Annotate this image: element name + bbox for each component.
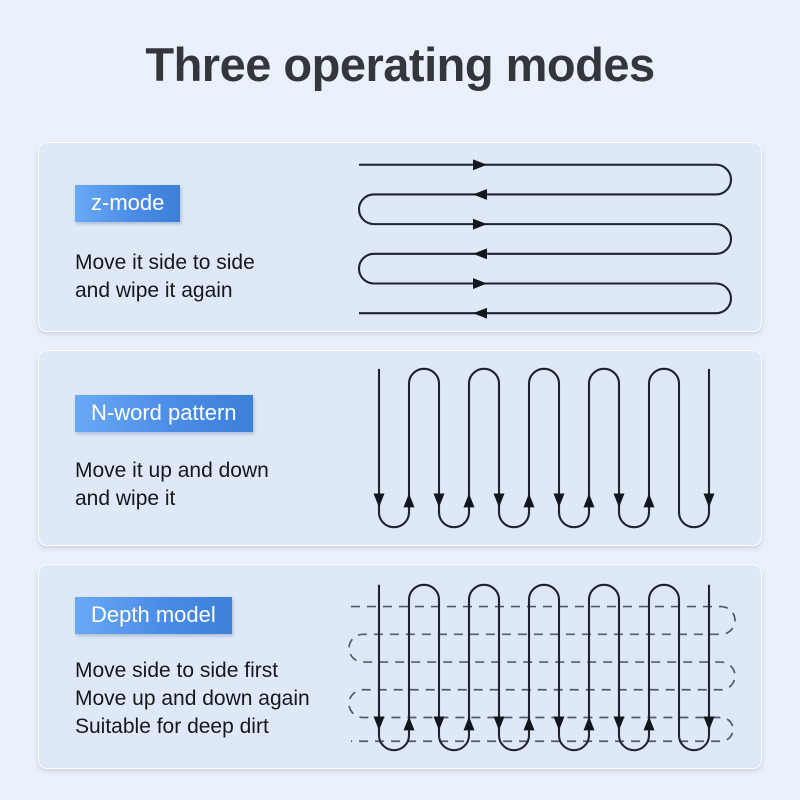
arrow-down-icon (553, 493, 565, 508)
arrow-up-icon (403, 716, 415, 731)
arrow-up-icon (643, 716, 655, 731)
arrow-up-icon (523, 716, 535, 731)
arrow-down-icon (553, 716, 565, 731)
arrow-down-icon (433, 716, 445, 731)
arrow-down-icon (703, 493, 715, 508)
combined-serpentine-diagram (331, 565, 761, 768)
mode-badge-depth-model: Depth model (75, 597, 232, 634)
arrow-right-icon (473, 159, 487, 171)
arrow-down-icon (433, 493, 445, 508)
arrow-up-icon (643, 493, 655, 508)
mode-badge-z-mode: z-mode (75, 185, 181, 222)
horizontal-serpentine-diagram (331, 143, 761, 331)
arrow-right-icon (473, 218, 487, 230)
arrow-down-icon (493, 493, 505, 508)
arrow-up-icon (523, 493, 535, 508)
arrow-left-icon (473, 189, 487, 200)
arrow-up-icon (403, 493, 415, 508)
arrow-down-icon (703, 716, 715, 731)
arrow-down-icon (373, 716, 385, 731)
mode-description-z-mode: Move it side to side and wipe it again (75, 251, 255, 302)
arrow-left-icon (473, 307, 487, 319)
arrow-up-icon (463, 493, 475, 508)
vertical-serpentine-diagram (331, 351, 761, 545)
mode-panel-z-mode: z-mode Move it side to side and wipe it … (38, 142, 762, 332)
page-title: Three operating modes (145, 38, 655, 91)
arrow-up-icon (583, 716, 595, 731)
mode-description-n-word-pattern: Move it up and down and wipe it (75, 459, 269, 510)
arrow-down-icon (613, 493, 625, 508)
mode-panel-n-word-pattern: N-word pattern Move it up and down and w… (38, 350, 762, 546)
mode-description-depth-model: Move side to side first Move up and down… (75, 659, 310, 738)
mode-badge-n-word-pattern: N-word pattern (75, 395, 253, 432)
arrow-down-icon (613, 716, 625, 731)
mode-panel-depth-model: Depth model Move side to side first Move… (38, 564, 762, 769)
arrow-up-icon (463, 716, 475, 731)
solid-vertical-serpentine-path (377, 583, 711, 752)
dashed-horizontal-serpentine-path (348, 605, 736, 743)
arrow-down-icon (493, 716, 505, 731)
arrow-right-icon (473, 278, 487, 289)
arrow-up-icon (583, 493, 595, 508)
arrow-left-icon (473, 248, 487, 260)
arrow-down-icon (373, 493, 385, 508)
